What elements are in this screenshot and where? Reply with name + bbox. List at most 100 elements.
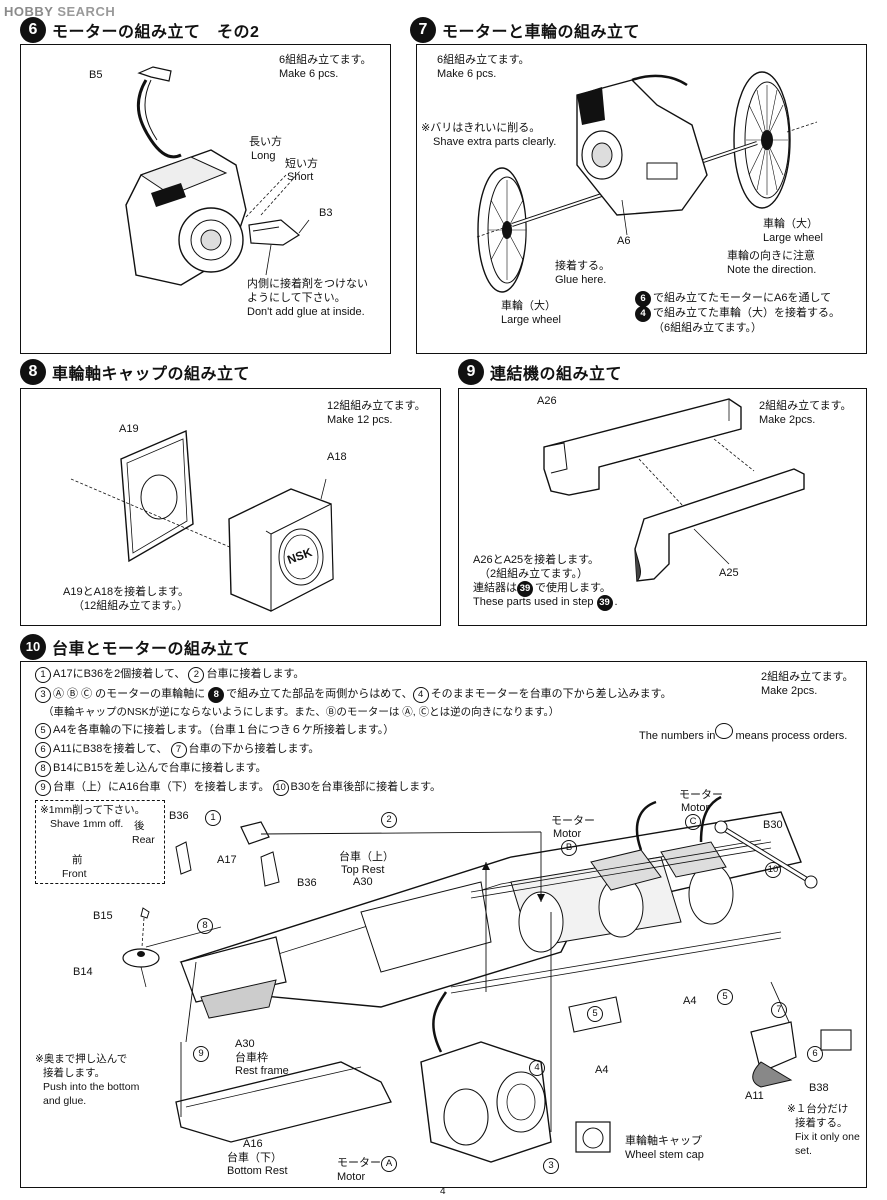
shave-note-box: ※1mm削って下さい。 Shave 1mm off. 後 Rear 前 Fron… — [35, 800, 165, 884]
diagram-step-4: 4 — [529, 1060, 547, 1076]
diagram-step-10: 10 — [765, 862, 783, 878]
part-label-a6: A6 — [617, 235, 631, 247]
step-ref-badge: 39 — [517, 581, 533, 597]
rest-frame-en: Rest frame — [235, 1065, 289, 1077]
top-rest-en: Top Rest — [341, 864, 385, 876]
step-number-badge: 6 — [20, 17, 46, 43]
short-label-en: Short — [287, 171, 314, 183]
part-label-a17: A17 — [217, 854, 237, 866]
diagram-step-9: 9 — [193, 1046, 211, 1062]
make-count-en: Make 6 pcs. — [437, 68, 497, 80]
section-8-panel: 12組組み立てます。 Make 12 pcs. A19 A18 NSK A19と… — [20, 388, 441, 626]
step-number-badge: 10 — [20, 634, 46, 660]
large-wheel-right-en: Large wheel — [763, 232, 823, 244]
part-label-a26: A26 — [537, 395, 557, 407]
motor-diagram — [125, 66, 310, 286]
rear-label-en: Rear — [132, 834, 155, 846]
diagram-step-2: 2 — [381, 812, 399, 828]
large-wheel-left-jp: 車輪（大） — [501, 300, 556, 312]
diagram-step-1: 1 — [205, 810, 223, 826]
section-6-panel: 6組組み立てます。 Make 6 pcs. B5 長い方 Long 短い方 Sh… — [20, 44, 391, 354]
push-note-jp-2: 接着します。 — [43, 1067, 105, 1079]
make-count-en: Make 12 pcs. — [327, 414, 393, 426]
front-label-jp: 前 — [72, 854, 83, 866]
instruction-line-3: （車輪キャップのNSKが逆にならないようにします。また、Ⓑのモーターは Ⓐ, Ⓒ… — [43, 706, 560, 718]
part-label-b14: B14 — [73, 966, 93, 978]
direction-note-en: Note the direction. — [727, 264, 817, 276]
step-number-badge: 7 — [410, 17, 436, 43]
diagram-step-6: 6 — [807, 1046, 825, 1062]
glue-note-jp-1: 内側に接着剤をつけない — [247, 278, 368, 290]
fix-note-jp-1: ※１台分だけ — [787, 1103, 849, 1115]
part-label-a18: A18 — [327, 451, 347, 463]
motor-b-marker: B — [561, 840, 579, 856]
glue-note-en: Don't add glue at inside. — [247, 306, 365, 318]
section-7-panel: 6組組み立てます。 Make 6 pcs. ※バリはきれいに削る。 Shave … — [416, 44, 867, 354]
motor-c-marker: C — [685, 814, 703, 830]
make-count-jp: 2組組み立てます。 — [761, 671, 854, 683]
part-label-a11: A11 — [745, 1090, 764, 1102]
bottom-rest-jp: 台車（下） — [227, 1152, 282, 1164]
watermark-logo: HOBBY SEARCH — [4, 4, 116, 19]
glue-note-jp-2: ようにして下さい。 — [247, 292, 346, 304]
make-count-en: Make 2pcs. — [759, 414, 816, 426]
part-label-a4-center: A4 — [595, 1064, 609, 1076]
part-label-a19: A19 — [119, 423, 139, 435]
make-count-en: Make 2pcs. — [761, 685, 818, 697]
step-number-badge: 8 — [20, 359, 46, 385]
bogie-diagram — [122, 795, 852, 1163]
make-count-en: Make 6 pcs. — [279, 68, 339, 80]
make-count-jp: 6組組み立てます。 — [279, 54, 372, 66]
section-9-panel: A26 2組組み立てます。 Make 2pcs. A25 A26とA25を接着し… — [458, 388, 867, 626]
make-count-jp: 12組組み立てます。 — [327, 400, 426, 412]
glue-note-jp-1: A26とA25を接着します。 — [473, 554, 600, 566]
wheel-cap-diagram — [70, 429, 334, 612]
rest-frame-jp: 台車枠 — [235, 1052, 268, 1064]
section-6-header: 6 モーターの組み立て その2 — [20, 17, 259, 43]
front-label-en: Front — [62, 868, 87, 880]
glue-note-jp-1: A19とA18を接着します。 — [63, 586, 190, 598]
section-title: モーターの組み立て その2 — [52, 24, 260, 41]
diagram-step-5-center: 5 — [587, 1006, 605, 1022]
diagram-step-8: 8 — [197, 918, 215, 934]
part-label-b30: B30 — [763, 819, 783, 831]
part-label-b3: B3 — [319, 207, 333, 219]
section-title: 連結機の組み立て — [490, 366, 623, 383]
long-label-en: Long — [251, 150, 276, 162]
motor-b-en: Motor — [553, 828, 582, 840]
large-wheel-left-en: Large wheel — [501, 314, 561, 326]
part-label-b38: B38 — [809, 1082, 829, 1094]
page-number: 4 — [440, 1186, 446, 1197]
part-label-a25: A25 — [719, 567, 739, 579]
section-7-header: 7 モーターと車輪の組み立て — [410, 17, 640, 43]
section-title: 車輪軸キャップの組み立て — [52, 366, 251, 383]
motor-c-jp: モーター — [679, 789, 723, 801]
long-label-jp: 長い方 — [249, 136, 282, 148]
section-10-header: 10 台車とモーターの組み立て — [20, 634, 250, 660]
section-title: 台車とモーターの組み立て — [52, 641, 251, 658]
diagram-step-3: 3 — [543, 1158, 561, 1174]
rear-label-jp: 後 — [134, 820, 145, 832]
part-label-a16: A16 — [243, 1138, 263, 1150]
shave-note-en: Shave extra parts clearly. — [433, 136, 557, 148]
wheel-cap-en: Wheel stem cap — [625, 1149, 704, 1161]
motor-c-en: Motor — [681, 802, 710, 814]
motor-wheel-diagram — [476, 71, 818, 293]
push-note-en-1: Push into the bottom — [43, 1081, 140, 1093]
glue-note-jp-2: （12組組み立てます。） — [73, 600, 189, 612]
short-label-jp: 短い方 — [285, 158, 318, 170]
part-label-b36-top: B36 — [169, 810, 189, 822]
make-count-jp: 6組組み立てます。 — [437, 54, 530, 66]
part-label-b36-bottom: B36 — [297, 877, 317, 889]
assembly-note-3: （6組組み立てます。） — [653, 322, 762, 334]
